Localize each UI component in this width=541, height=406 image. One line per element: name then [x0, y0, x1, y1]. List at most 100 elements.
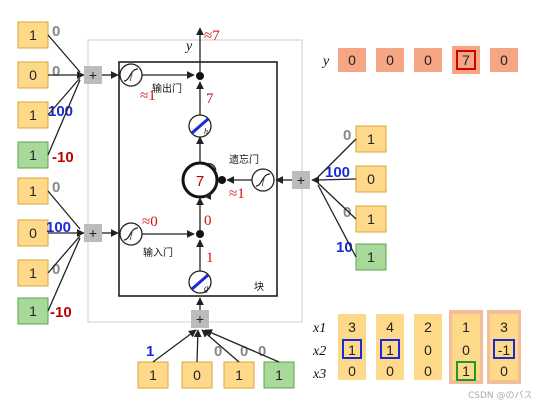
sigmoid-curve: [255, 173, 271, 187]
bias-box: [17, 141, 49, 169]
block-label: 块: [254, 281, 264, 293]
sequence-cell: 3: [500, 319, 508, 335]
forget-gate-value: ≈1: [229, 186, 245, 202]
forget-gate-label: 遗忘门: [229, 153, 259, 166]
bias-value: 1: [29, 303, 37, 319]
input-multiply-node: [196, 230, 204, 238]
bias-value: 1: [367, 249, 375, 265]
weight-label: -10: [50, 304, 72, 321]
sequence-cell: 0: [462, 342, 470, 358]
bias-value: 1: [275, 367, 283, 383]
input-box: [355, 205, 387, 233]
output-box: [338, 48, 366, 72]
input-sequence-table: x1 x2 x3 3 1 0 4 1 0 2 0 0 1 0 1 3 -1 0: [312, 310, 521, 384]
output-value: 0: [386, 52, 394, 68]
value-above-g: 1: [206, 250, 214, 266]
weight-label: 1: [146, 343, 154, 360]
sequence-cell: 0: [500, 363, 508, 379]
output-box: [376, 48, 404, 72]
memory-input-group: 1 0 1 1 0 100 0 -10 +: [17, 177, 119, 325]
sigmoid-curve: [123, 68, 139, 82]
value-below-memory: 0: [204, 213, 212, 229]
sequence-cell: 1: [386, 342, 394, 358]
sequence-cell: 2: [424, 319, 432, 335]
bias-box: [263, 361, 295, 389]
connection-line: [317, 182, 357, 220]
input-box: [137, 361, 169, 389]
input-gate-value: ≈0: [142, 214, 158, 230]
input-value: 0: [193, 367, 201, 383]
memory-value: 7: [196, 173, 204, 190]
weight-label: 100: [325, 164, 350, 181]
sequence-cell: 1: [462, 363, 470, 379]
weight-label: 0: [52, 23, 60, 40]
g-letter: g: [204, 283, 209, 293]
connection-line: [317, 178, 357, 181]
input-box: [17, 259, 49, 287]
sequence-cell: 0: [424, 363, 432, 379]
weight-label: 0: [343, 127, 351, 144]
f-letter: f: [130, 72, 134, 81]
weight-label: 0: [52, 261, 60, 278]
weight-label: 0: [343, 204, 351, 221]
cell-highlight: [342, 339, 362, 359]
input-value: 1: [29, 265, 37, 281]
input-value: 1: [29, 107, 37, 123]
input-box: [223, 361, 255, 389]
forget-multiply-node: [218, 176, 226, 184]
bias-box: [355, 243, 387, 271]
input-value: 1: [235, 367, 243, 383]
feedback-loop: [203, 179, 219, 200]
sequence-cell: -1: [498, 342, 511, 358]
input-value: 0: [29, 67, 37, 83]
input-box: [355, 165, 387, 193]
output-sequence-label: y: [321, 54, 330, 69]
input-gate-input-group: 1 0 1 1 0 0 100 -10 +: [17, 21, 119, 169]
input-value: 1: [367, 131, 375, 147]
weight-label: -10: [52, 149, 74, 166]
weight-label: 100: [46, 219, 71, 236]
row-label-x1: x1: [312, 321, 326, 336]
input-value: 1: [29, 183, 37, 199]
output-value: 0: [500, 52, 508, 68]
sequence-column: [414, 314, 442, 380]
y-output-value: ≈7: [204, 28, 220, 44]
sequence-cell: 0: [348, 363, 356, 379]
output-sequence: y 0 0 0 7 0: [321, 46, 518, 74]
weight-label: 0: [52, 63, 60, 80]
plus-sign: +: [297, 172, 305, 188]
output-box: [490, 48, 518, 72]
cell-internals: g 1 f ≈0 输入门 0 7 f 遗忘门 ≈1 h 7: [119, 27, 275, 294]
highlight-frame: [456, 50, 476, 70]
sequence-cell: 4: [386, 319, 394, 335]
connection-line: [47, 237, 81, 312]
output-value: 0: [348, 52, 356, 68]
input-value: 1: [149, 367, 157, 383]
connection-arrow: [193, 329, 202, 363]
forget-gate-input-group: 1 0 1 1 0 100 0 10 +: [275, 125, 387, 271]
connection-line: [317, 184, 357, 258]
input-box: [17, 101, 49, 129]
f-letter: f: [130, 231, 134, 240]
input-value: 0: [29, 225, 37, 241]
watermark: CSDN @のバス: [468, 390, 533, 401]
sequence-cell: 1: [462, 319, 470, 335]
input-box: [17, 177, 49, 205]
connection-line: [317, 138, 357, 178]
connection-line: [47, 190, 81, 230]
sequence-cell: 3: [348, 319, 356, 335]
plus-sign: +: [196, 311, 204, 327]
y-output-label: y: [184, 39, 193, 54]
plus-sign: +: [89, 67, 97, 83]
input-box: [355, 125, 387, 153]
connection-line: [47, 34, 81, 73]
input-gate-label: 输入门: [143, 246, 173, 259]
weight-label: 10: [336, 239, 353, 256]
bias-value: 1: [29, 147, 37, 163]
input-box: [17, 61, 49, 89]
input-value: 1: [29, 27, 37, 43]
h-letter: h: [204, 127, 208, 136]
input-value: 0: [367, 171, 375, 187]
value-above-h: 7: [206, 91, 214, 107]
